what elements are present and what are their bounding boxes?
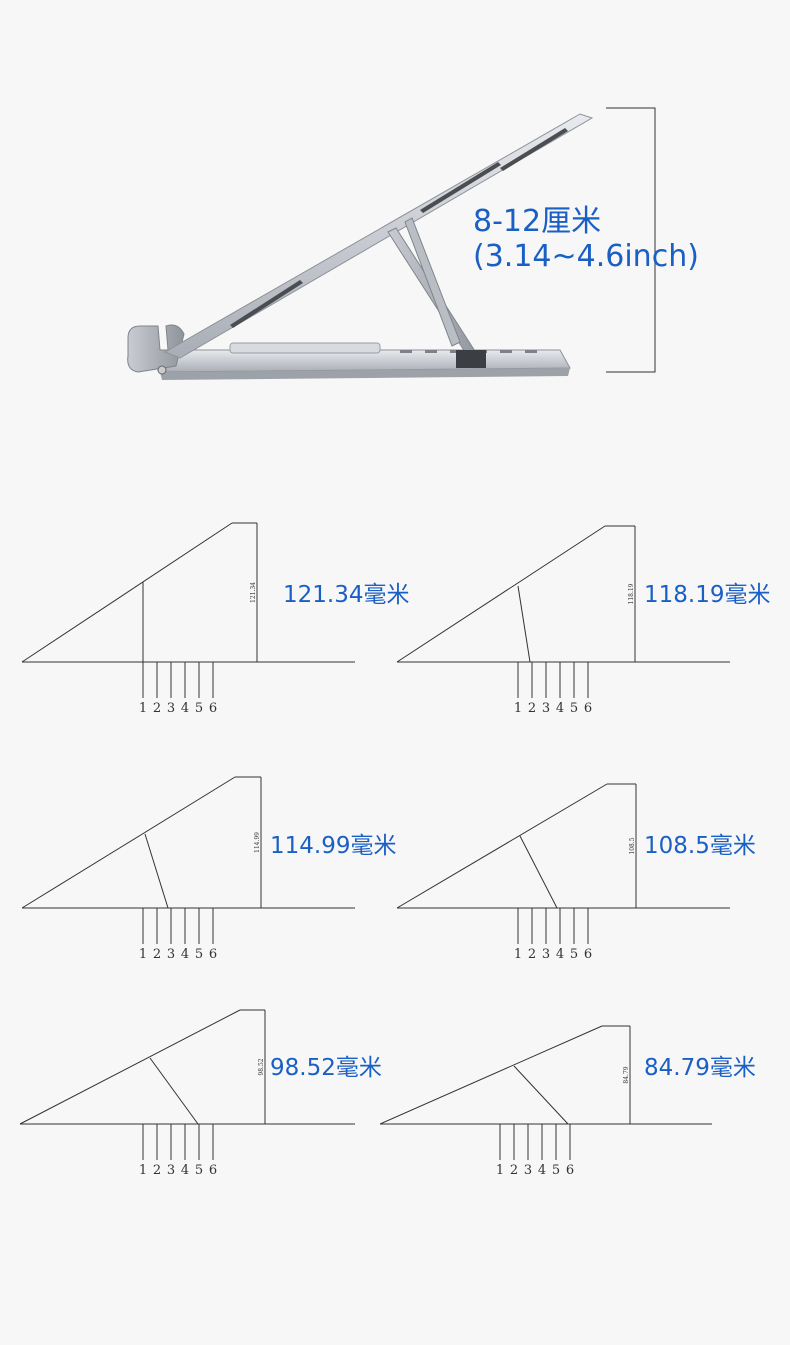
slot-number: 3 [524, 1163, 532, 1178]
support-arm-line [519, 835, 558, 909]
dimension-text: 118.19 [628, 583, 635, 604]
support-arm-line [513, 1065, 569, 1125]
height-range-cm: 8-12厘米 [473, 204, 602, 239]
slot-number: 3 [167, 1163, 175, 1178]
height-value-label: 121.34毫米 [283, 582, 410, 608]
slot-number: 3 [167, 947, 175, 962]
dimension-text: 108.5 [629, 837, 636, 854]
support-arm-line [517, 585, 531, 663]
slot-number: 4 [181, 1163, 189, 1178]
dimension-text: 84.79 [623, 1066, 630, 1083]
dimension-text: 98.52 [258, 1058, 265, 1075]
slot-number: 4 [538, 1163, 546, 1178]
slot-number: 6 [584, 947, 592, 962]
slot-number: 4 [181, 947, 189, 962]
slot-number: 5 [195, 1163, 203, 1178]
height-value-label: 114.99毫米 [270, 833, 397, 859]
height-range-inch: (3.14~4.6inch) [473, 239, 699, 274]
dimension-text: 114.99 [254, 832, 261, 853]
slot-number: 5 [570, 947, 578, 962]
slot-number: 6 [209, 1163, 217, 1178]
slot-number: 3 [542, 947, 550, 962]
slot-number: 1 [139, 1163, 147, 1178]
slot-number: 6 [209, 701, 217, 716]
dimension-text: 121.34 [250, 582, 257, 603]
slot-number: 1 [514, 947, 522, 962]
slot-number: 2 [528, 701, 536, 716]
tilted-panel-line [380, 1025, 603, 1125]
slot-number: 3 [167, 701, 175, 716]
stand-illustration: 8-12厘米 (3.14~4.6inch) [0, 0, 790, 420]
slot-number: 5 [552, 1163, 560, 1178]
slot-number: 3 [542, 701, 550, 716]
height-value-label: 84.79毫米 [644, 1055, 756, 1081]
slot-number: 1 [514, 701, 522, 716]
support-arm-line [149, 1057, 199, 1125]
slot-number: 6 [209, 947, 217, 962]
slot-number: 1 [496, 1163, 504, 1178]
tilted-panel-line [396, 783, 608, 909]
height-value-label: 98.52毫米 [270, 1055, 382, 1081]
tilted-panel-line [21, 776, 236, 909]
slot-number: 1 [139, 701, 147, 716]
slot-number: 5 [570, 701, 578, 716]
slot-number: 4 [556, 701, 564, 716]
slot-number: 4 [181, 701, 189, 716]
slot-number: 1 [139, 947, 147, 962]
tilted-panel-line [396, 525, 606, 663]
slot-number: 2 [153, 1163, 161, 1178]
laptop-stand-image [127, 107, 656, 380]
height-value-label: 118.19毫米 [644, 582, 771, 608]
slot-number: 2 [528, 947, 536, 962]
slot-number: 2 [153, 701, 161, 716]
slot-number: 2 [153, 947, 161, 962]
support-arm-line [144, 833, 169, 909]
slot-number: 2 [510, 1163, 518, 1178]
tilted-panel-line [19, 1009, 241, 1125]
slot-number: 5 [195, 947, 203, 962]
slot-number: 4 [556, 947, 564, 962]
slot-number: 6 [566, 1163, 574, 1178]
slot-number: 5 [195, 701, 203, 716]
slot-number: 6 [584, 701, 592, 716]
height-value-label: 108.5毫米 [644, 833, 756, 859]
tilted-panel-line [21, 522, 233, 663]
